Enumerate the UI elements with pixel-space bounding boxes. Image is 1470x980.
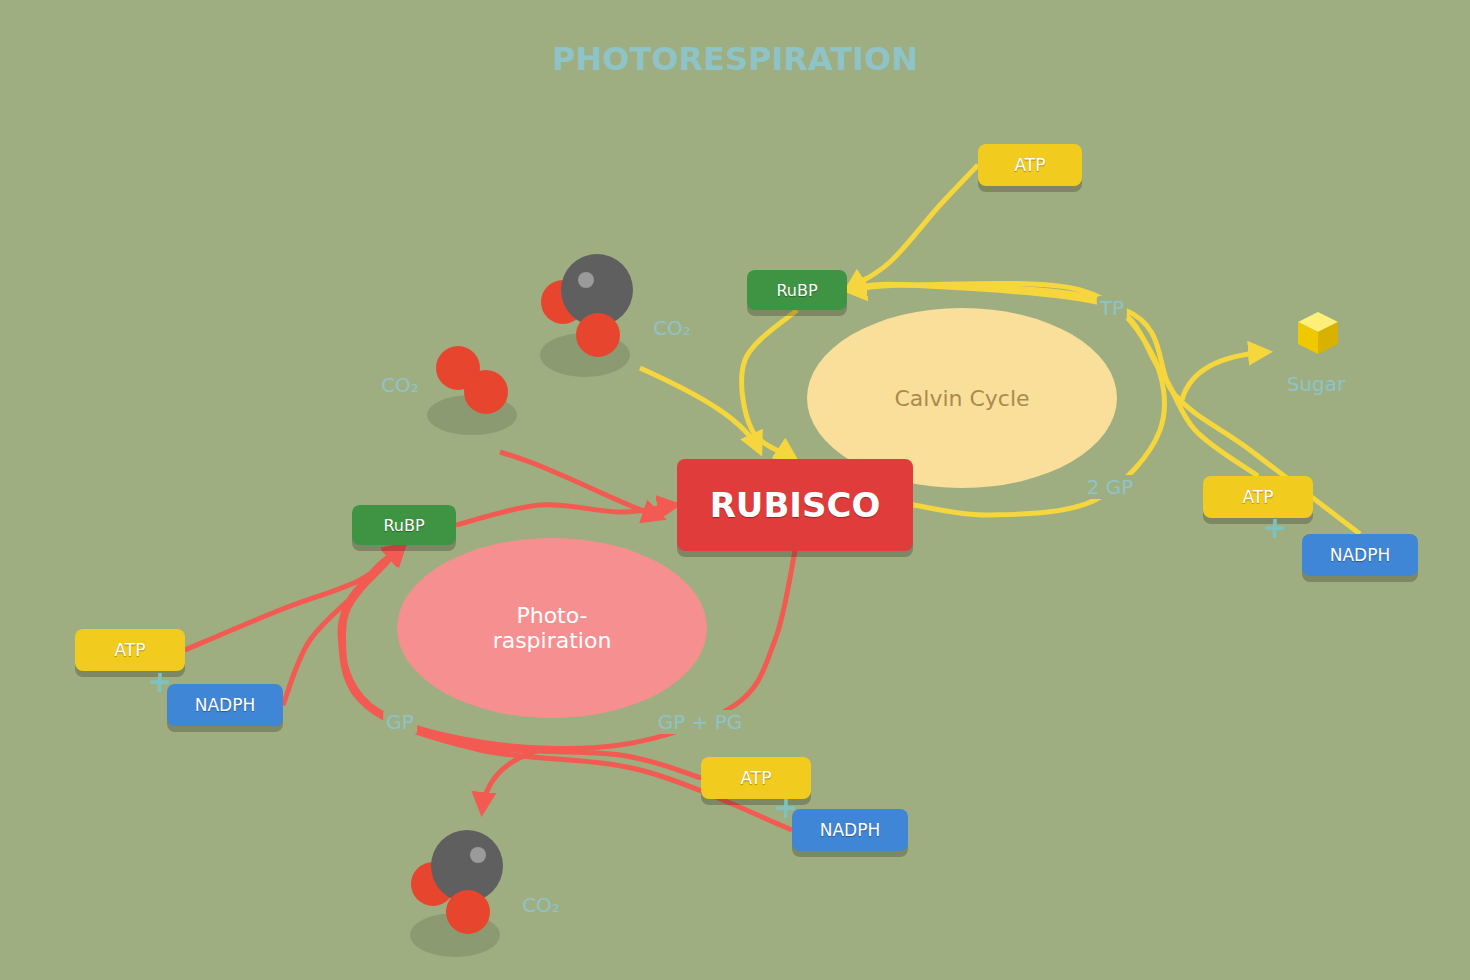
node-text: NADPH — [1330, 545, 1390, 565]
co2-molecule — [540, 254, 633, 377]
node-text: Photo- raspiration — [477, 603, 627, 653]
rubp-box: RuBP — [352, 505, 456, 545]
node-text: RUBISCO — [710, 485, 881, 525]
plus-sign: + — [1259, 510, 1290, 545]
rubp-box: RuBP — [747, 270, 847, 310]
cycle-arrow — [847, 165, 978, 290]
nadph-box: NADPH — [792, 809, 908, 851]
node-text: ATP — [1243, 487, 1274, 507]
nadph-box: NADPH — [167, 684, 283, 726]
co2-label: CO₂ — [378, 373, 422, 397]
node-text: NADPH — [820, 820, 880, 840]
co2-label: CO₂ — [650, 316, 694, 340]
co2-label: CO₂ — [519, 893, 563, 917]
title: PHOTORESPIRATION — [0, 40, 1470, 78]
node-text: ATP — [115, 640, 146, 660]
cycle-arrow — [742, 310, 797, 459]
plus-sign: + — [770, 790, 801, 825]
photorespiration-circle: Photo- raspiration — [397, 538, 707, 718]
tp-label: TP — [1097, 296, 1127, 320]
node-text: ATP — [1015, 155, 1046, 175]
cycle-arrow — [456, 505, 677, 525]
node-text: RuBP — [383, 516, 424, 535]
rubisco-box: RUBISCO — [677, 459, 913, 551]
node-text: Calvin Cycle — [892, 386, 1032, 411]
atp-box: ATP — [978, 144, 1082, 186]
co2-molecule — [410, 830, 503, 957]
atp-box: ATP — [1203, 476, 1313, 518]
nadph-box: NADPH — [1302, 534, 1418, 576]
sugar-arrow — [1182, 352, 1268, 400]
gp-pg-label: GP + PG — [655, 710, 746, 734]
o2-molecule — [427, 346, 517, 435]
node-text: NADPH — [195, 695, 255, 715]
sugar-label: Sugar — [1284, 372, 1349, 396]
node-text: RuBP — [776, 281, 817, 300]
cycle-arrow — [185, 545, 404, 650]
gp-label: GP — [383, 710, 417, 734]
sugar-cube — [1298, 312, 1338, 354]
plus-sign: + — [144, 664, 175, 699]
node-text: ATP — [741, 768, 772, 788]
gp-label: 2 GP — [1084, 475, 1137, 499]
